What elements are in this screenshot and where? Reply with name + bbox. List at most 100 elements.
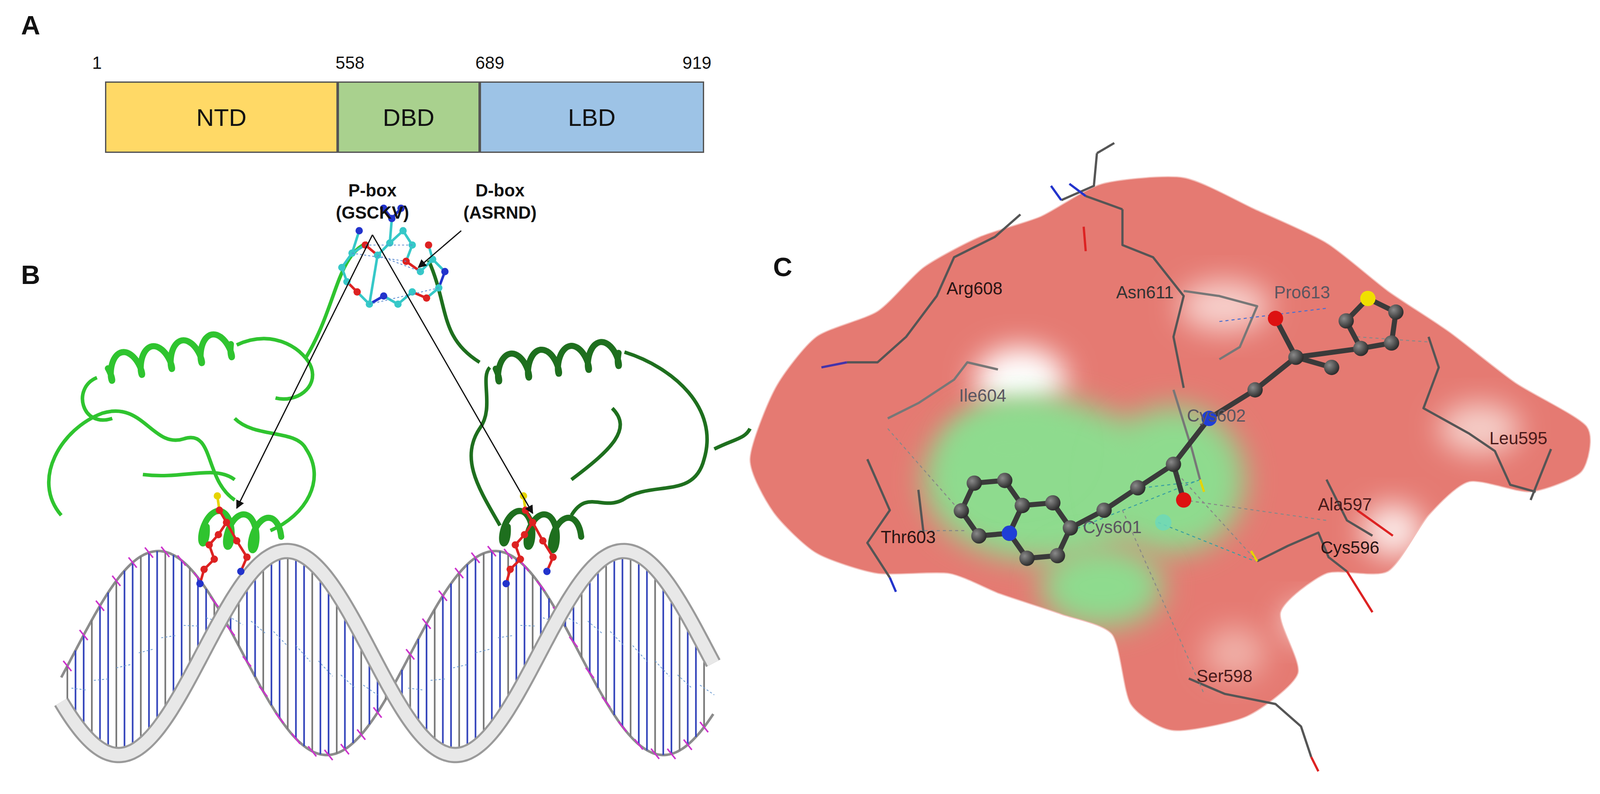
domain-name: DBD [383, 103, 435, 132]
residue-stick [1423, 336, 1536, 492]
atom [543, 568, 551, 576]
ligand-atom [1360, 291, 1376, 307]
atom [511, 541, 519, 550]
atom [379, 292, 388, 300]
atom [200, 566, 208, 574]
ligand-atom [1014, 498, 1031, 514]
phosphate [683, 739, 692, 750]
motif-label: P-box (GSCKV) [325, 179, 420, 225]
phosphate [145, 547, 154, 558]
base-pair [262, 561, 265, 692]
p-box-residues [502, 492, 557, 588]
residue-stick [1188, 678, 1312, 758]
base-pair [621, 551, 624, 727]
loop [471, 367, 500, 526]
ligand-atom [1324, 359, 1340, 376]
hbond [340, 675, 356, 689]
phosphate [618, 721, 627, 732]
ligand-atom [1014, 498, 1031, 514]
hbond [295, 645, 311, 662]
hbond [475, 649, 490, 654]
base-pair [433, 609, 436, 749]
loop [571, 408, 621, 480]
pointer-line [418, 230, 462, 268]
base-pair [637, 555, 640, 745]
domain-name: LBD [568, 103, 616, 132]
residue-stick [1096, 142, 1115, 153]
atom [502, 580, 510, 588]
base-pair [311, 562, 314, 752]
phosphate [340, 744, 350, 755]
surface-patch [949, 408, 1072, 490]
phosphate [667, 749, 676, 760]
domain-name: NTD [196, 103, 247, 132]
residue-stick [889, 577, 896, 593]
ligand-atom [1062, 520, 1078, 536]
residue-label: Cys596 [1320, 536, 1380, 560]
phosphate [585, 667, 594, 678]
base-pair [278, 552, 281, 719]
hbond [71, 688, 86, 691]
phosphate [177, 555, 186, 566]
hbond [318, 661, 333, 677]
residue-label: Cys602 [1186, 405, 1246, 428]
residue-label: Leu595 [1489, 427, 1548, 451]
ligand-bond [1295, 348, 1361, 358]
hbond [654, 661, 670, 677]
base-pair [132, 562, 134, 753]
phosphate [422, 618, 431, 629]
ligand-atom [1166, 456, 1182, 472]
phosphate [454, 568, 464, 579]
base-pair [82, 635, 85, 735]
base-pair [646, 560, 648, 751]
backbone-strand [61, 551, 714, 756]
phosphate [308, 746, 317, 757]
ligand-atom [1383, 335, 1400, 351]
base-pair [662, 577, 665, 756]
ligand-atom [1049, 548, 1065, 564]
hbond [632, 645, 648, 662]
atom [520, 531, 529, 539]
base-pair [499, 551, 502, 723]
position-number: 919 [682, 51, 712, 75]
base-pair [139, 556, 142, 747]
base-pair [156, 551, 159, 730]
position-number: 1 [91, 51, 102, 75]
residue-label: Cys601 [1082, 516, 1142, 539]
hbond [363, 685, 378, 696]
interaction-line [887, 428, 960, 511]
helix [501, 511, 582, 551]
ligand [953, 291, 1404, 567]
phosphate [569, 637, 578, 648]
atom [386, 239, 394, 247]
hbond [116, 664, 131, 669]
base-pair [425, 623, 428, 741]
hbond [610, 631, 625, 647]
residue-stick [1083, 226, 1086, 251]
hbond [161, 635, 176, 638]
pointer-line [372, 234, 533, 514]
hbond [430, 679, 445, 681]
residue-stick [1050, 186, 1062, 201]
base-pair [515, 559, 518, 696]
surface-fill [749, 176, 1591, 732]
atom [394, 300, 402, 309]
ligand-atom [1019, 550, 1035, 567]
phosphate [161, 546, 170, 557]
phosphate [602, 697, 611, 708]
base-pair [270, 555, 273, 706]
phosphate [242, 656, 251, 667]
phosphate [634, 739, 644, 750]
atom [214, 531, 223, 539]
hbond [520, 625, 535, 627]
ribbon-edge [61, 551, 714, 756]
ligand-atom [966, 475, 982, 492]
base-pair [303, 556, 306, 747]
hbond [408, 688, 423, 691]
hbond [498, 635, 513, 638]
hbond [93, 679, 109, 681]
atom [213, 492, 221, 500]
phosphate [259, 686, 268, 697]
residue-label: Pro613 [1274, 281, 1330, 305]
